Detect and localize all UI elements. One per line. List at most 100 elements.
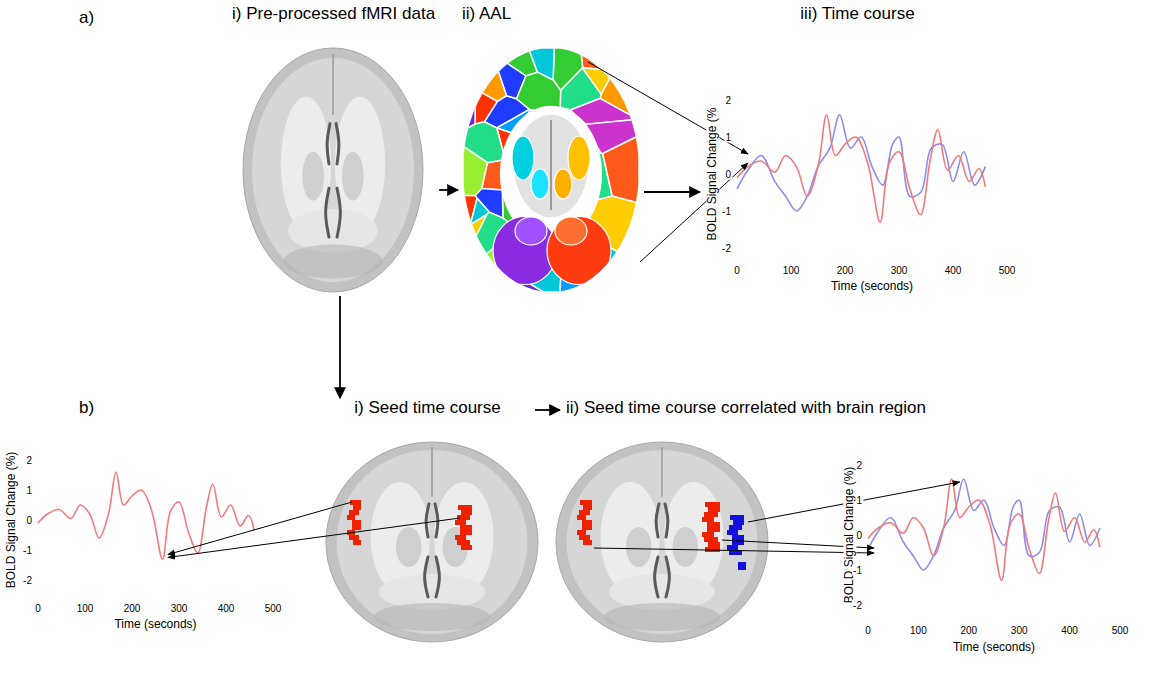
voxel [705,502,720,507]
ventricle [326,188,329,237]
voxel [582,525,592,530]
seed-region [347,500,361,545]
axis-label: 0 [34,603,42,614]
voxel [457,515,470,520]
axis-label: -2 [22,575,33,586]
axis-label: 300 [890,265,909,276]
figure-panel: ii) AAL [458,4,644,296]
voxel [708,542,720,547]
axis-label: 100 [909,625,928,636]
axis-label: BOLD Signal Change (% [706,107,719,242]
deep-grey [396,527,421,567]
brain-outline [243,48,423,292]
voxel [729,525,742,530]
atlas-image [463,48,639,292]
ventricle [327,124,330,164]
axis-label: 1 [25,485,33,496]
axis-label: 300 [1010,625,1029,636]
voxel [582,520,592,525]
axis-label: 500 [264,603,283,614]
atlas-region [463,70,475,131]
panel-heading: ii) AAL [458,4,644,24]
leader-line [168,502,352,555]
axis-label: Time (seconds) [830,280,914,293]
panel-letter: a) [78,9,95,28]
atlas-region [470,198,489,224]
ventricle [337,188,340,237]
axis-label: BOLD Signal Change (%) [5,451,18,590]
voxel [732,535,744,540]
axis-label: Time (seconds) [113,618,197,631]
seed-region [577,500,592,545]
brain-image [243,48,423,292]
leader-line [594,548,874,553]
brain-image [556,442,768,642]
axis-label: 1 [724,132,732,143]
voxel [583,505,592,510]
deep-grey [673,527,698,567]
seed-region [702,502,720,552]
axis-label: -1 [721,206,732,217]
voxel [733,520,744,525]
voxel [579,510,590,515]
voxel [457,540,470,545]
seed-region [727,515,744,555]
voxel [349,535,359,540]
axis-label: 2 [25,455,33,466]
voxel [704,512,718,517]
axis-label: 0 [25,515,33,526]
ventricle [336,124,339,164]
atlas-region [554,169,572,199]
atlas-region [581,48,606,70]
voxel [461,545,472,550]
axis-label: 100 [782,265,801,276]
axis-label: 0 [864,625,872,636]
ventricle [436,557,439,597]
panel-heading: iii) Time course [700,4,1015,24]
voxel [455,535,466,540]
line-chart [38,472,254,559]
line-chart [868,479,1100,581]
atlas-region [463,122,505,163]
brain-outline [556,442,768,642]
axis-label: 0 [733,265,741,276]
atlas-region [547,217,611,285]
voxel [580,500,592,505]
brain-image [326,442,538,642]
leader-line [168,518,460,558]
deep-grey [302,152,324,201]
midline [661,447,663,497]
axis-label: 500 [1111,625,1130,636]
axis-label: 300 [170,603,189,614]
panel-heading: i) Seed time course [320,398,535,418]
seed-region [455,505,472,550]
axis-label: 400 [217,603,236,614]
voxel [353,505,361,510]
axis-label: 400 [944,265,963,276]
voxel [458,505,472,510]
panel-heading: i) Pre-processed fMRI data [232,4,439,24]
leader-line [588,62,748,154]
voxel [702,532,714,537]
atlas-region [582,68,612,95]
voxel [460,525,472,530]
voxel [708,507,720,512]
axis-label: 200 [959,625,978,636]
voxel [577,530,586,535]
voxel [704,537,718,542]
voxel [579,535,590,540]
axis-label: -1 [22,545,33,556]
ventricle [655,557,658,597]
atlas-region [620,51,639,84]
figure-panel: iii) Time course [700,4,1015,296]
flow-arrow [644,191,700,193]
figure-panel: ii) Seed time course correlated with bra… [560,398,990,648]
voxel [455,520,466,525]
atlas-region [623,48,639,59]
axis-label: 2 [724,95,732,106]
midline [332,54,334,115]
atlas-region [463,48,506,101]
voxel [727,545,738,550]
ventricle [666,557,669,597]
